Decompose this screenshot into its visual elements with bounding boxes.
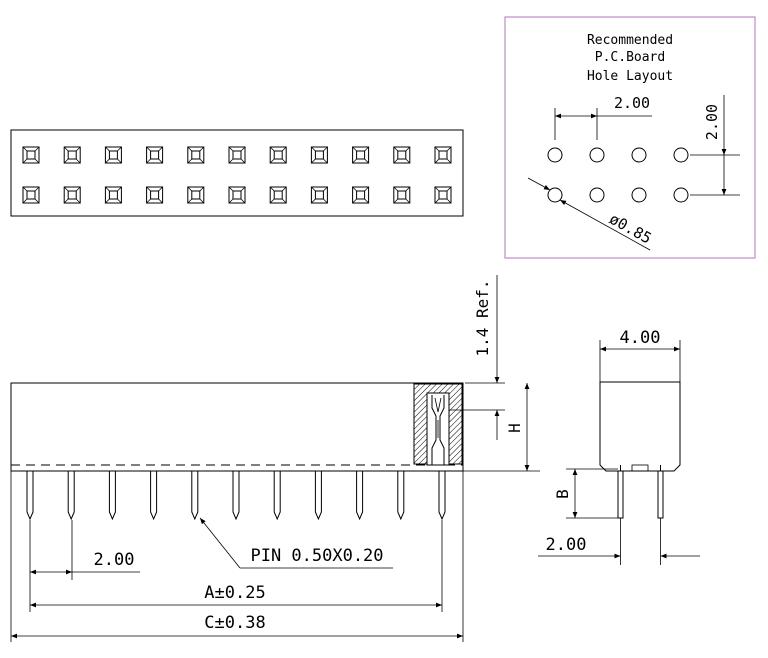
side-view: 4.00 B 2.00 (538, 328, 700, 565)
hole (631, 187, 647, 203)
hole (673, 187, 689, 203)
top-pin-socket (146, 146, 164, 164)
top-pin-socket (269, 186, 287, 204)
front-pin (438, 471, 446, 521)
front-pin (356, 471, 364, 521)
front-pin (108, 471, 116, 521)
front-pin (397, 471, 405, 521)
front-pin (273, 471, 281, 521)
top-view-pin-grid (22, 146, 452, 204)
front-pitch-label: 2.00 (94, 550, 135, 570)
top-pin-socket (269, 146, 287, 164)
top-pin-socket (434, 186, 452, 204)
top-pin-socket (228, 146, 246, 164)
pcb-title-line2: P.C.Board (595, 50, 665, 65)
front-pin (232, 471, 240, 521)
top-view-outline (10, 129, 464, 217)
top-pin-socket (434, 146, 452, 164)
top-pin-socket (393, 146, 411, 164)
front-pin (26, 471, 34, 521)
front-view: 1.4 Ref. H 2.00 PIN 0.50X0.20 A±0.25 C±0… (10, 275, 540, 642)
pcb-layout-frame (504, 16, 756, 259)
front-body (10, 382, 464, 472)
top-pin-socket (104, 186, 122, 204)
side-body (599, 381, 681, 472)
pcb-holes (547, 147, 689, 203)
pin-label: PIN 0.50X0.20 (250, 546, 383, 566)
hole (589, 187, 605, 203)
top-pin-socket (63, 186, 81, 204)
side-row-pitch-label: 2.00 (546, 535, 587, 555)
pin-leader (199, 517, 241, 569)
front-pin (314, 471, 322, 521)
side-pin-left (617, 470, 624, 519)
pcb-pitch-v: 2.00 (703, 104, 721, 140)
top-pin-socket (228, 186, 246, 204)
front-view-pins (26, 471, 446, 521)
hole (673, 147, 689, 163)
dim-c-label: C±0.38 (204, 613, 265, 633)
top-pin-socket (146, 186, 164, 204)
pcb-title-line3: Hole Layout (587, 69, 673, 84)
side-standoff (631, 464, 649, 472)
front-pin (67, 471, 75, 521)
ref-height-label: 1.4 Ref. (473, 279, 492, 356)
front-pin (191, 471, 199, 521)
top-pin-socket (187, 186, 205, 204)
hole (547, 187, 563, 203)
front-section-cut (413, 383, 463, 466)
top-pin-socket (63, 146, 81, 164)
height-label: H (505, 423, 524, 433)
hole (589, 147, 605, 163)
top-view (10, 129, 464, 217)
pcb-hole-layout: Recommended P.C.Board Hole Layout 2.00 2… (504, 16, 756, 259)
hole (631, 147, 647, 163)
dim-a-label: A±0.25 (204, 583, 265, 603)
top-pin-socket (104, 146, 122, 164)
top-pin-socket (352, 186, 370, 204)
top-pin-socket (22, 186, 40, 204)
pcb-pitch-h: 2.00 (614, 94, 650, 112)
b-label: B (553, 489, 572, 499)
top-pin-socket (310, 186, 328, 204)
top-pin-socket (22, 146, 40, 164)
top-pin-socket (393, 186, 411, 204)
front-pin (150, 471, 158, 521)
side-width-label: 4.00 (620, 328, 661, 348)
dia-leader-in (527, 177, 551, 191)
pcb-hole-diameter: ø0.85 (606, 210, 654, 248)
dia-leader-out (559, 199, 651, 251)
top-pin-socket (187, 146, 205, 164)
side-pin-right (657, 470, 664, 519)
pcb-title-line1: Recommended (587, 33, 673, 48)
hole (547, 147, 563, 163)
top-pin-socket (352, 146, 370, 164)
top-pin-socket (310, 146, 328, 164)
